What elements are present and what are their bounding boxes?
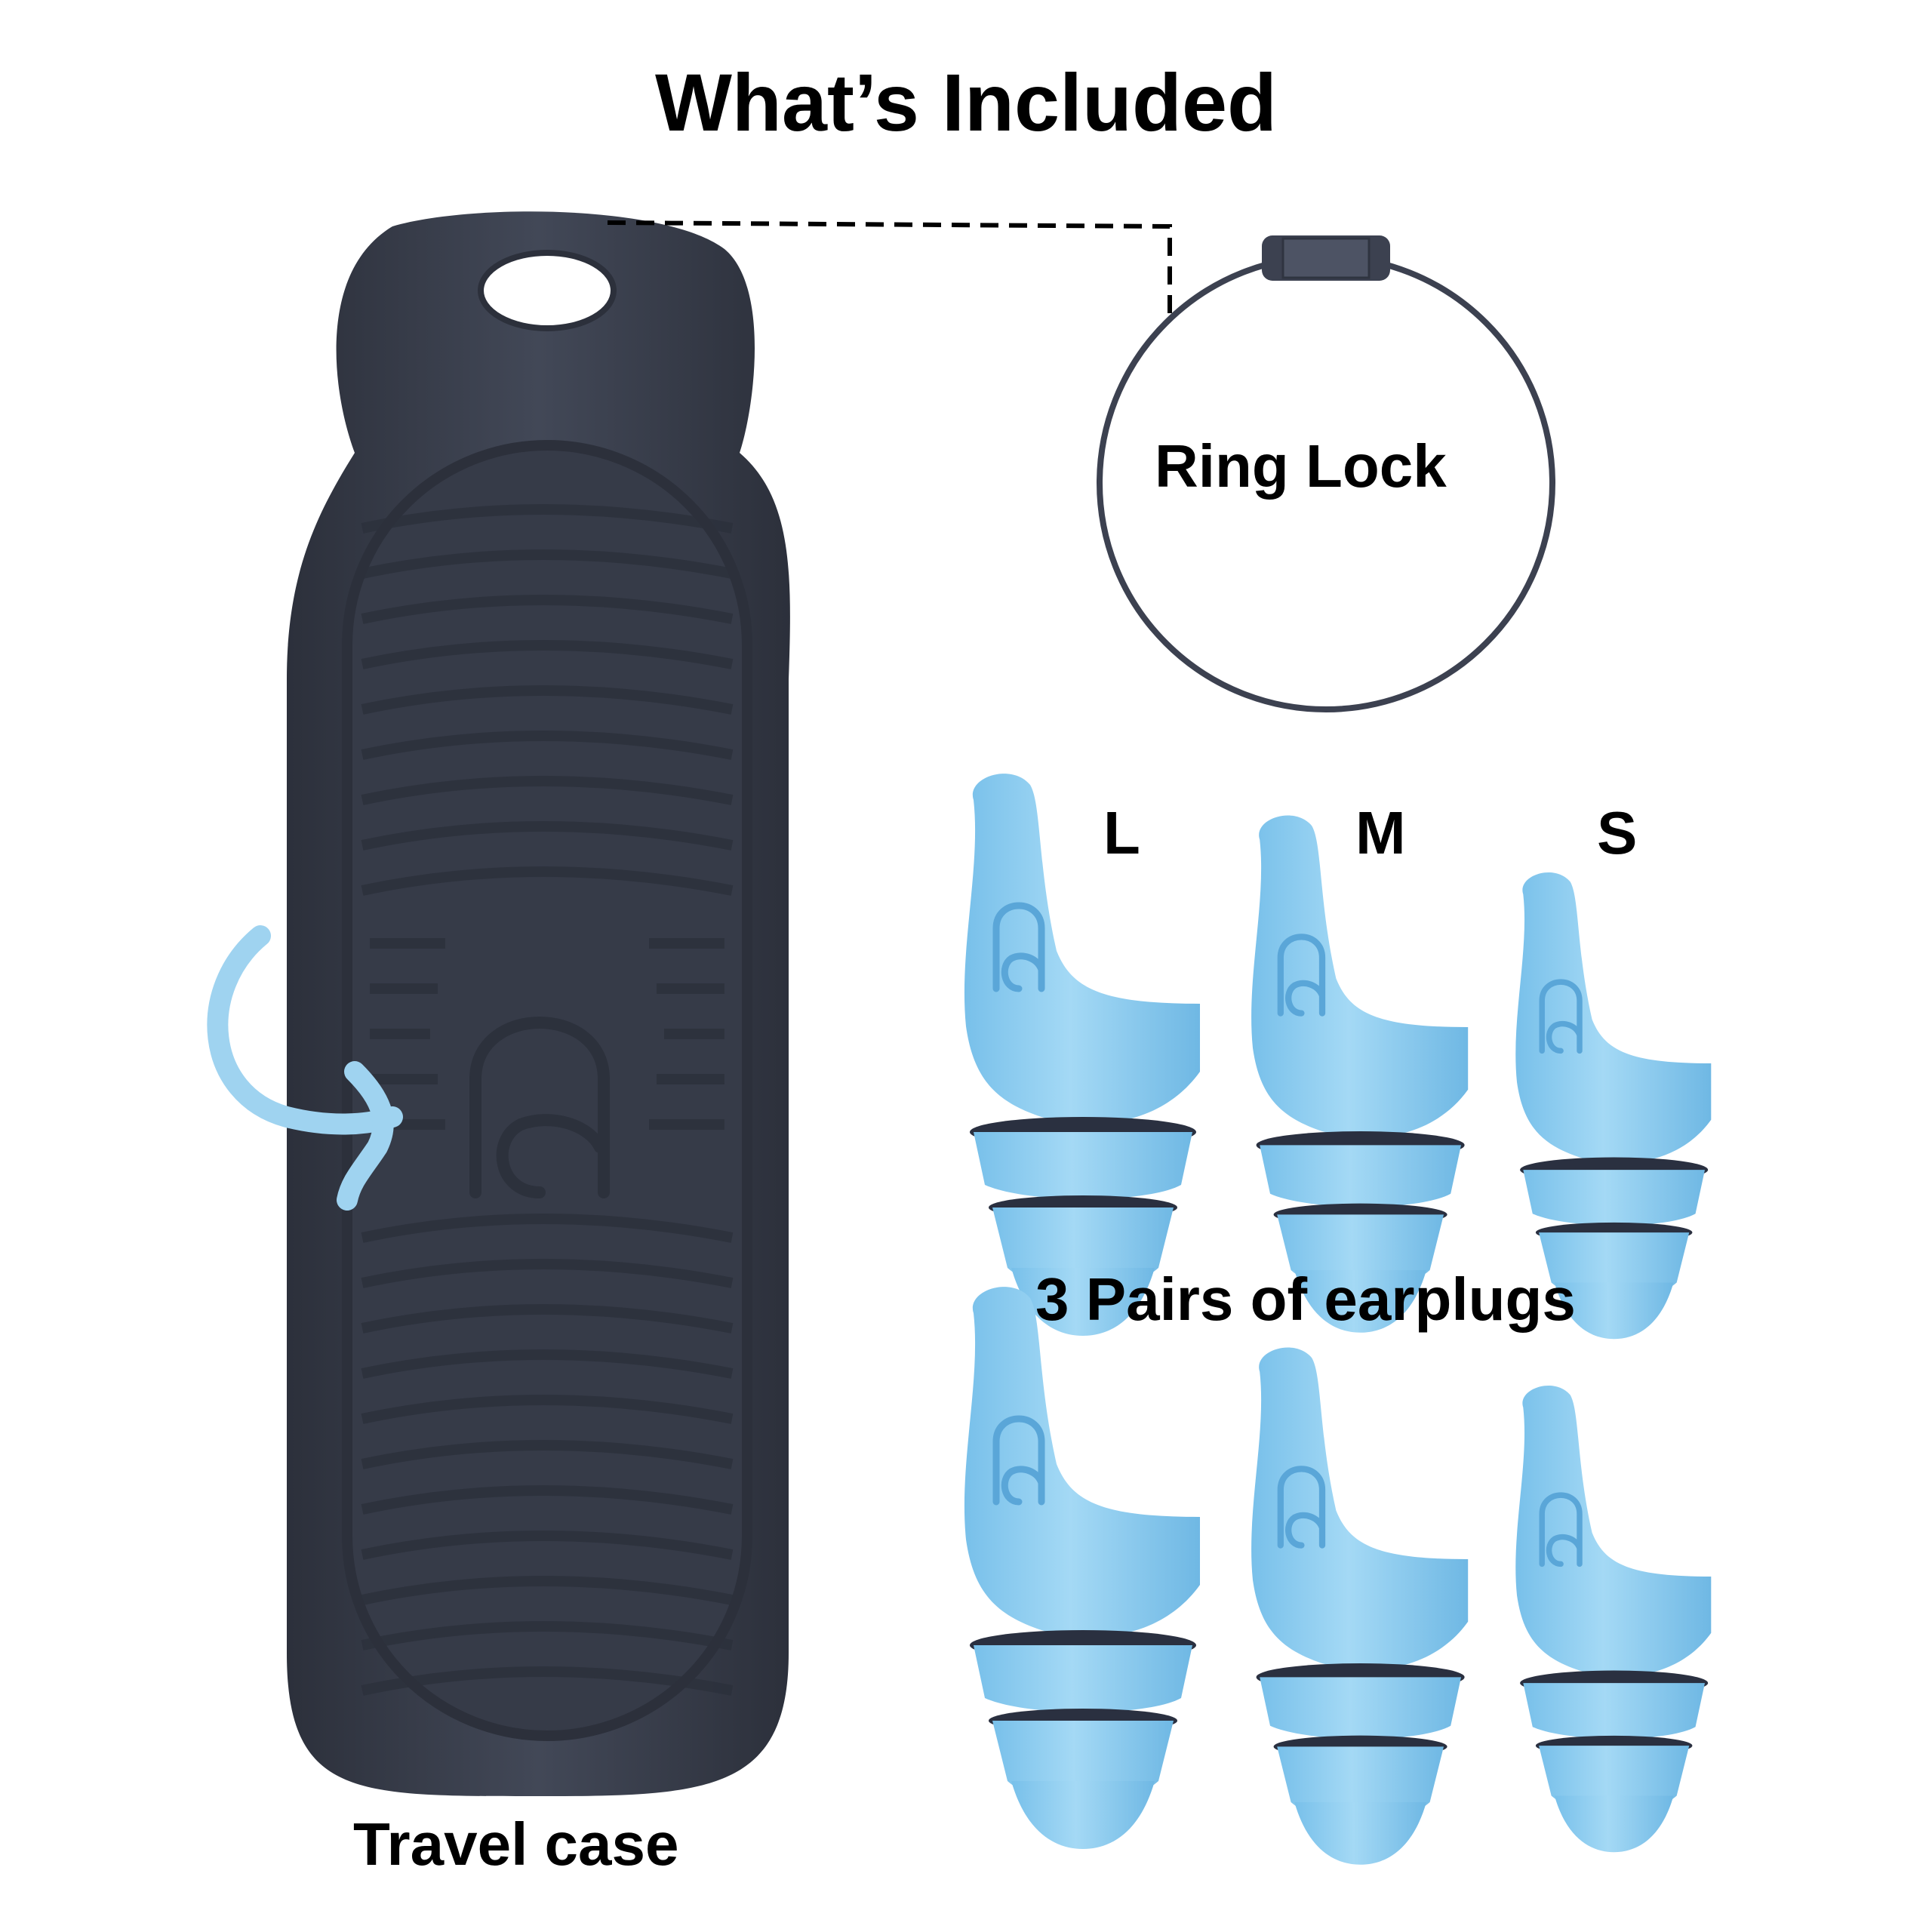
earplug-image bbox=[964, 1287, 1200, 1849]
earplugs-label: 3 Pairs of earplugs bbox=[1035, 1266, 1576, 1333]
earplug-image bbox=[964, 774, 1200, 1336]
connector-line bbox=[607, 220, 1172, 317]
ring-lock-image bbox=[1097, 235, 1555, 712]
size-label-m: M bbox=[1355, 799, 1406, 866]
curved-arrow-icon bbox=[207, 925, 403, 1211]
earplug-image bbox=[1251, 816, 1468, 1333]
travel-case-image bbox=[287, 211, 790, 1796]
size-label-l: L bbox=[1103, 799, 1140, 866]
earplug-image bbox=[1251, 1348, 1468, 1865]
travel-case-label: Travel case bbox=[353, 1810, 679, 1878]
page-title: What’s Included bbox=[654, 57, 1278, 148]
ring-lock-label: Ring Lock bbox=[1155, 432, 1447, 500]
earplug-image bbox=[1515, 1386, 1711, 1852]
size-label-s: S bbox=[1597, 799, 1638, 866]
